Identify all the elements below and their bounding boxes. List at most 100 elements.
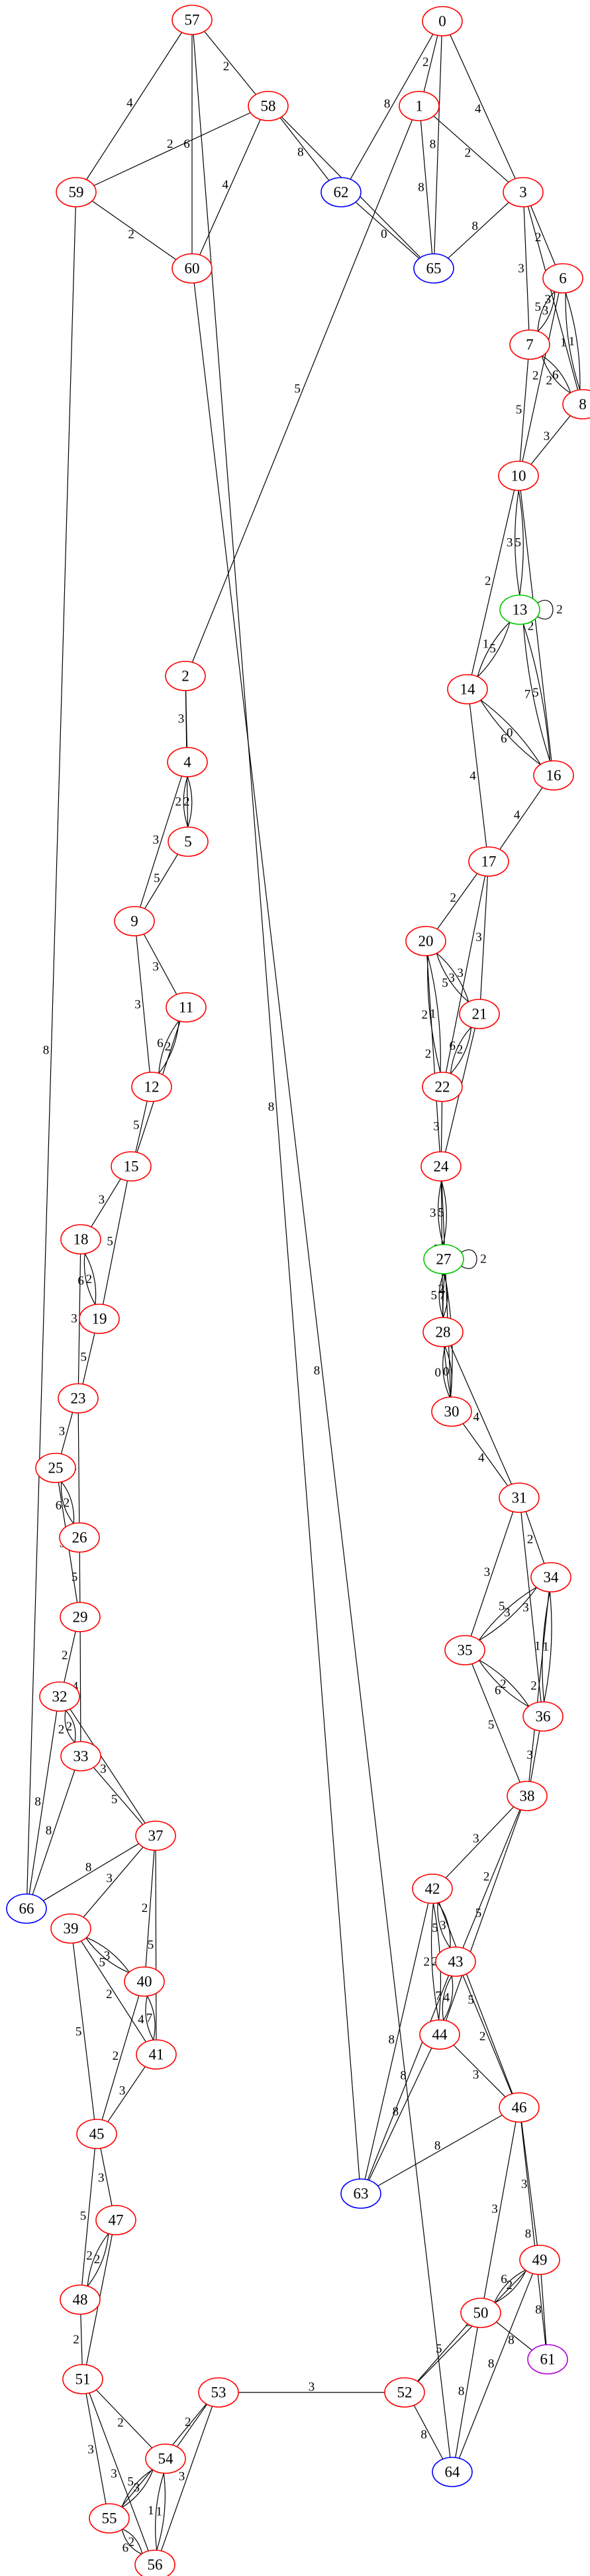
- node-40: 40: [124, 1966, 165, 1997]
- edge-0-62: 8: [350, 33, 434, 180]
- edge-51-55: 3: [85, 2393, 107, 2504]
- node-label: 47: [109, 2212, 124, 2229]
- edge-46-61: 8: [520, 2121, 546, 2345]
- node-ellipse: [384, 2377, 425, 2408]
- edge-line: [518, 490, 524, 596]
- edge-line: [522, 624, 551, 761]
- edge-label: 2: [450, 891, 456, 905]
- edge-49-64: 8: [458, 2273, 534, 2459]
- node-ellipse: [431, 1396, 472, 1427]
- node-label: 11: [179, 999, 193, 1016]
- edge-line: [107, 2066, 146, 2123]
- edge-label: 2: [528, 619, 534, 633]
- edge-label: 6: [77, 1274, 84, 1288]
- node-label: 41: [149, 2046, 164, 2063]
- edge-38-43: 2: [462, 1809, 520, 1949]
- edge-label: 5: [432, 1921, 438, 1935]
- edge-label: 2: [113, 2049, 119, 2063]
- edge-label: 8: [458, 2384, 465, 2398]
- edge-line: [121, 2528, 143, 2555]
- edge-label: 4: [478, 1451, 485, 1465]
- edge-label: 4: [475, 102, 481, 116]
- edge-58-59: 2: [92, 111, 252, 187]
- node-ellipse: [530, 1562, 571, 1593]
- node-ellipse: [198, 2377, 239, 2408]
- edge-40-45: 2: [101, 1995, 140, 2121]
- edge-line: [442, 1976, 452, 2021]
- edge-line: [80, 1940, 147, 2043]
- edge-33-37: 5: [93, 1766, 144, 1826]
- edge-label: 3: [522, 1600, 529, 1614]
- node-36: 36: [522, 1701, 564, 1732]
- node-16: 16: [533, 760, 574, 791]
- edge-35-36: 6: [478, 1659, 530, 1708]
- edge-34-38: 2: [528, 1591, 550, 1782]
- node-ellipse: [95, 2205, 136, 2235]
- node-ellipse: [533, 760, 574, 791]
- node-label: 5: [184, 834, 192, 850]
- edge-label: 5: [516, 403, 522, 417]
- edge-40-41: 7: [146, 1995, 156, 2041]
- node-label: 43: [448, 1954, 464, 1970]
- edge-line: [193, 34, 360, 2180]
- edge-label: 4: [469, 769, 476, 783]
- edge-3-8: 3: [527, 206, 579, 390]
- edge-label: 2: [94, 2253, 101, 2267]
- edge-line: [64, 1631, 76, 1683]
- edge-46-63: 8: [376, 2113, 504, 2188]
- node-ellipse: [168, 826, 209, 857]
- edge-label: 6: [183, 137, 190, 151]
- edge-line: [42, 1842, 140, 1902]
- node-ellipse: [468, 846, 509, 877]
- edge-line: [540, 2274, 547, 2345]
- edge-line: [90, 1178, 122, 1228]
- edge-14-17: 4: [469, 703, 487, 848]
- edge-42-43: 5: [432, 1902, 451, 1948]
- node-label: 28: [436, 1324, 451, 1341]
- edge-4-9: 3: [139, 775, 183, 908]
- edge-label: 0: [381, 227, 387, 241]
- node-ellipse: [111, 1151, 152, 1182]
- edge-label: 5: [154, 871, 160, 885]
- edge-57-58: 2: [203, 30, 257, 95]
- edge-line: [441, 1180, 452, 1398]
- edge-39-40: 3: [85, 1936, 130, 1974]
- edge-49-50: 2: [493, 2269, 527, 2304]
- edge-line: [95, 2388, 153, 2449]
- node-ellipse: [114, 906, 155, 936]
- edge-label: 5: [111, 1793, 118, 1807]
- edge-label: 2: [457, 1043, 464, 1057]
- node-label: 45: [89, 2126, 105, 2143]
- edge-label: 5: [294, 382, 301, 396]
- edge-label: 8: [34, 1795, 41, 1809]
- edge-line: [519, 359, 529, 462]
- edge-37-41: 5: [148, 1850, 157, 2041]
- edge-line: [28, 1710, 58, 1895]
- node-57: 57: [172, 5, 213, 35]
- edge-line: [26, 206, 76, 1895]
- node-label: 32: [52, 1689, 68, 1705]
- edge-line: [203, 30, 257, 95]
- edge-line: [146, 1995, 156, 2041]
- node-ellipse: [79, 1304, 120, 1334]
- edge-line: [450, 1027, 472, 1074]
- edge-3-6: 2: [530, 205, 556, 266]
- node-label: 30: [444, 1404, 460, 1420]
- node-49: 49: [519, 2245, 560, 2275]
- edge-label: 2: [128, 2536, 135, 2549]
- edge-line: [85, 31, 183, 181]
- node-label: 35: [458, 1642, 473, 1659]
- edge-20-21: 3: [436, 952, 469, 1003]
- edge-line: [376, 2113, 504, 2188]
- edge-54-55: 3: [121, 2469, 154, 2508]
- edge-label: 2: [527, 1532, 534, 1546]
- edge-31-35: 3: [470, 1511, 514, 1637]
- node-59: 59: [56, 177, 97, 207]
- edge-34-36: 1: [543, 1591, 552, 1703]
- edge-45-48: 5: [80, 2148, 95, 2286]
- node-label: 22: [435, 1079, 450, 1095]
- edge-label: 5: [72, 1571, 78, 1585]
- edge-line: [543, 1591, 552, 1703]
- edge-1-3: 2: [432, 115, 510, 184]
- edge-6-7: 5: [534, 291, 556, 332]
